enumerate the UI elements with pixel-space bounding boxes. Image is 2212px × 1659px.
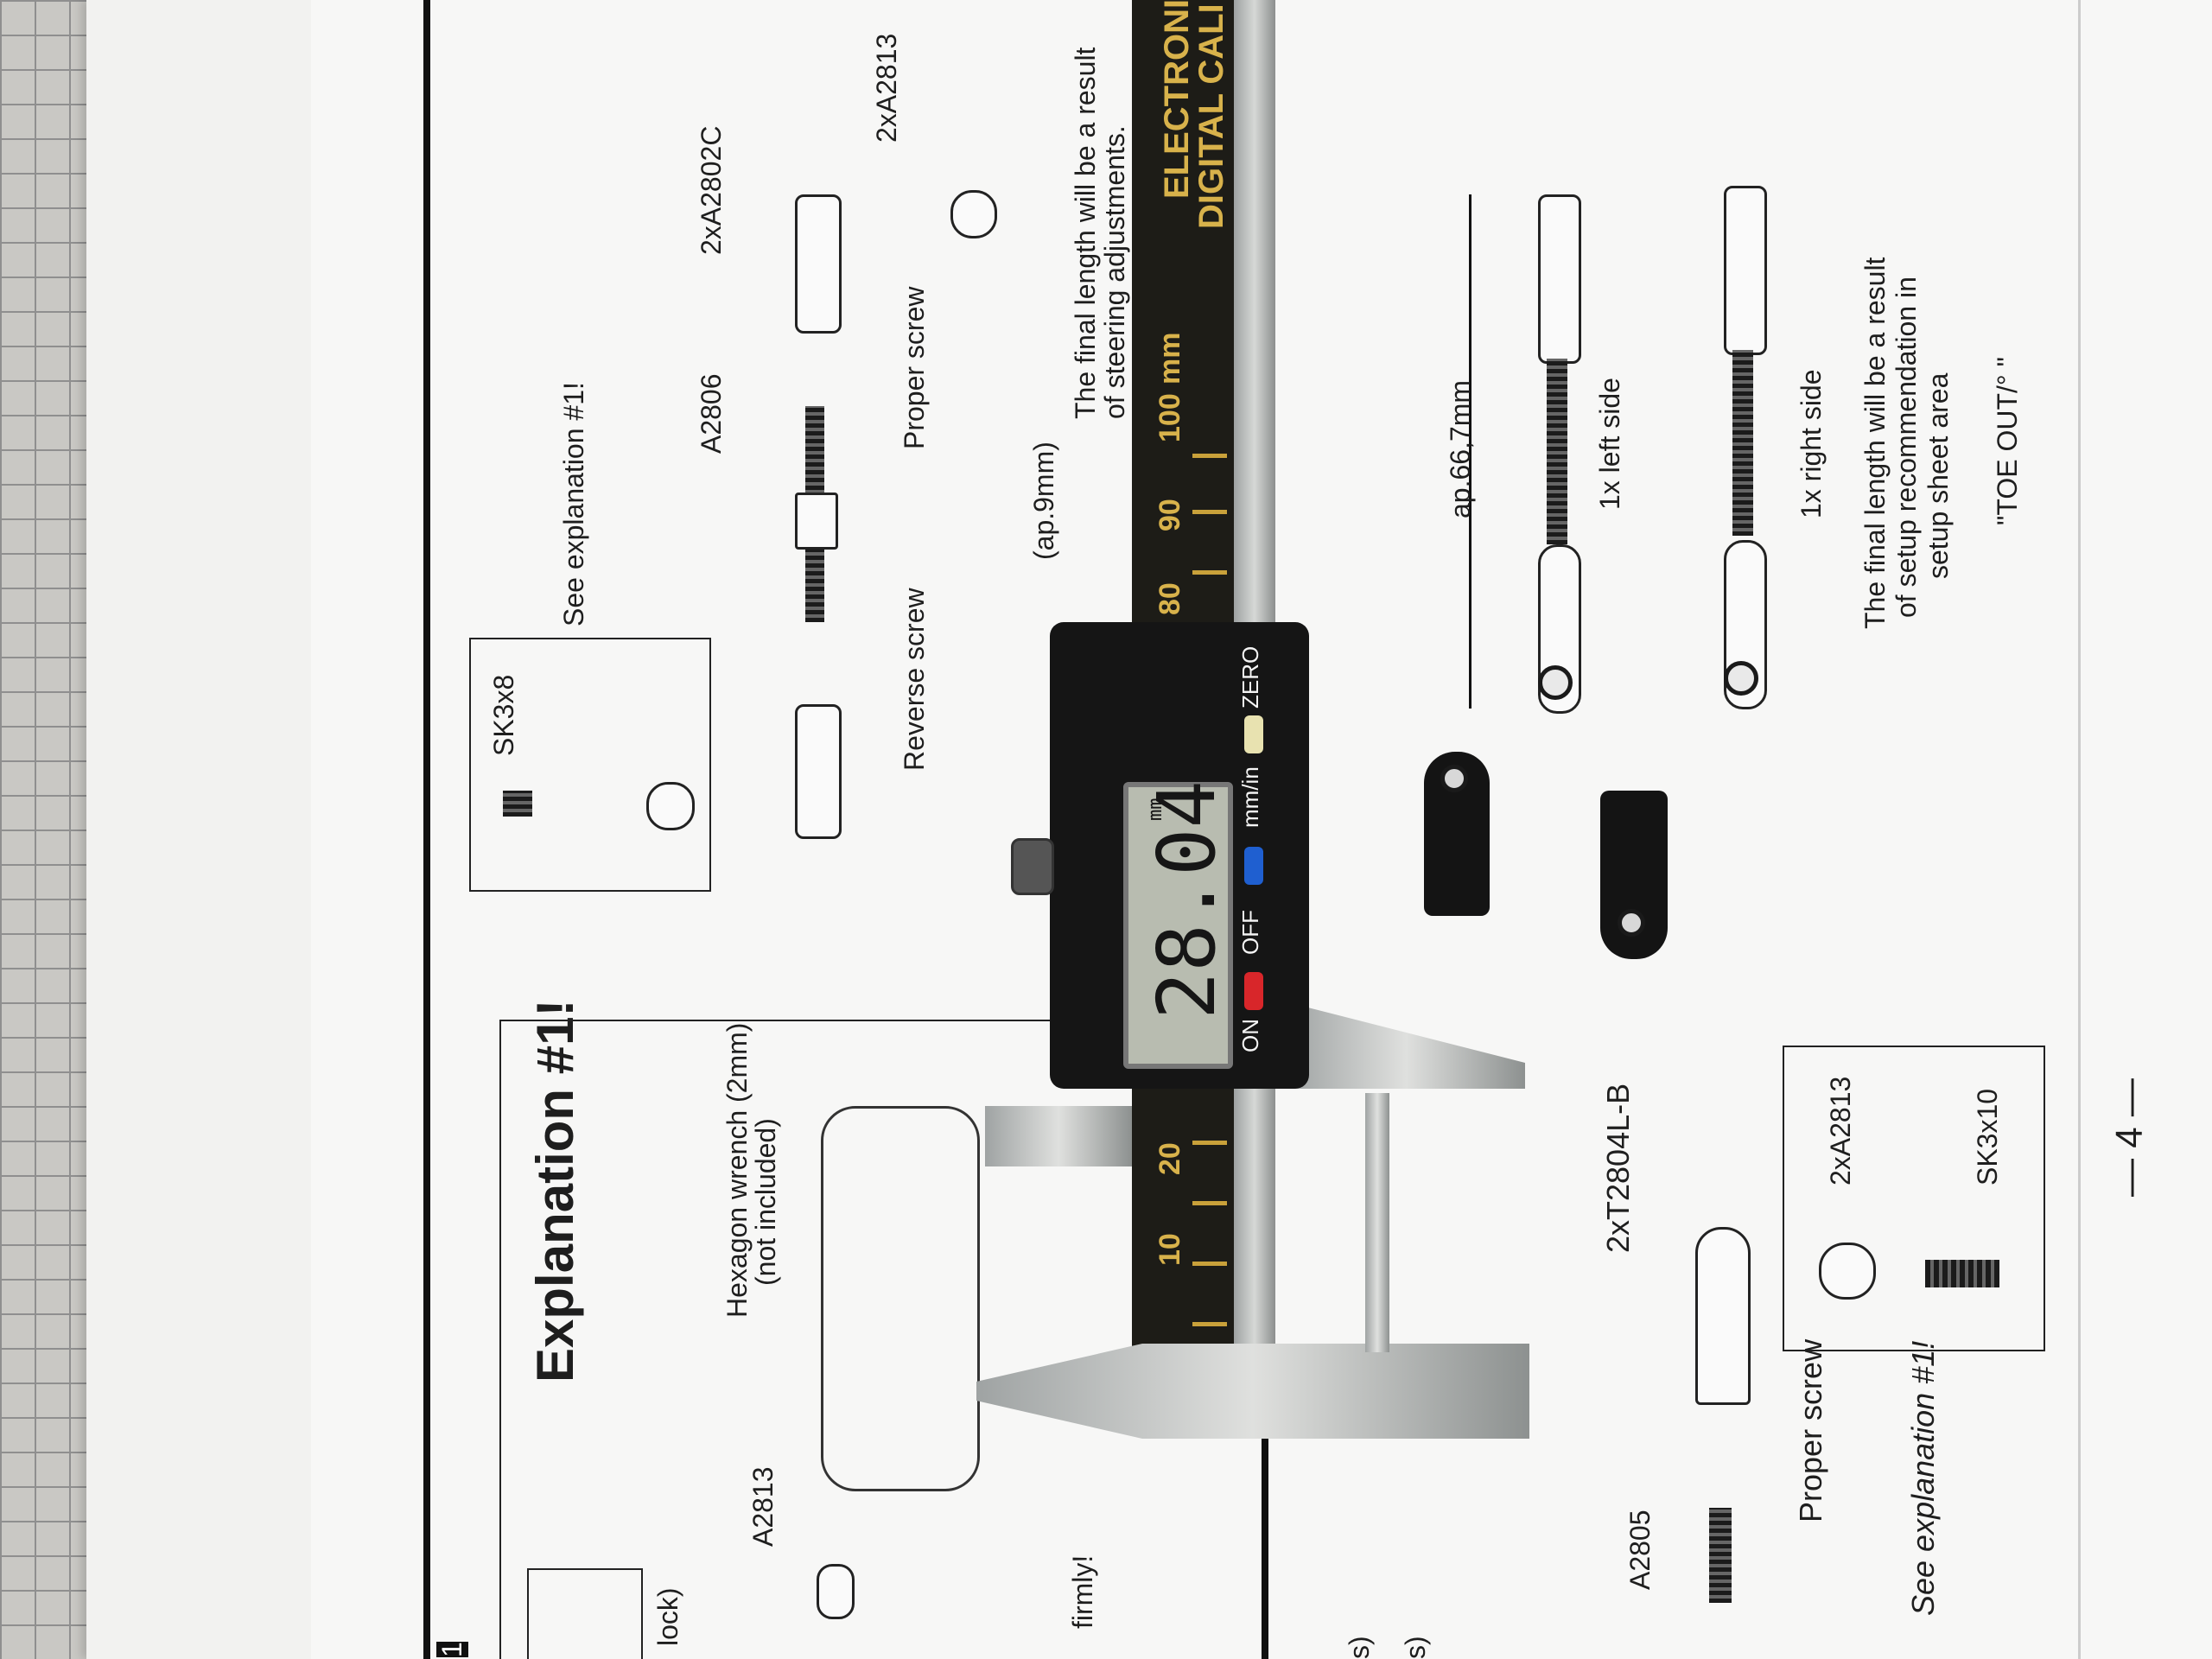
btn-mmin-label: mm/in xyxy=(1237,766,1263,828)
edge-a1-text: 1 xyxy=(436,1642,468,1657)
scale-tick xyxy=(1192,1322,1227,1326)
see-explanation-top: See explanation #1! xyxy=(558,382,589,626)
sk3x10-screw xyxy=(1925,1260,1999,1287)
black-rod-end-2-hole xyxy=(1618,909,1645,937)
final-length-line1: The final length will be a result xyxy=(1070,47,1101,419)
scale-label-80: 80 xyxy=(1154,582,1186,615)
rod-end-lower xyxy=(795,704,842,839)
setup-line2: of setup recommendation in xyxy=(1891,276,1922,618)
scale-tick xyxy=(1192,570,1227,575)
scale-tick xyxy=(1192,510,1227,514)
black-rod-end-1-hole xyxy=(1440,765,1468,792)
right-side-label: 1x right side xyxy=(1796,369,1827,518)
scale-tick xyxy=(1192,1262,1227,1266)
dimension-line xyxy=(1469,194,1471,709)
scale-tick xyxy=(1192,1141,1227,1145)
final-length-line2: of steering adjustments. xyxy=(1099,125,1130,419)
left-rod-hole xyxy=(1538,665,1573,700)
edge-s1-text: s) xyxy=(1344,1636,1375,1659)
edge-firmly-text: firmly! xyxy=(1067,1554,1098,1629)
thumb-wheel[interactable] xyxy=(1011,838,1054,895)
scale-label-100: 100 xyxy=(1154,393,1186,442)
btn-on-label: ON xyxy=(1237,1019,1263,1052)
left-side-label: 1x left side xyxy=(1594,378,1625,510)
left-rod-thread xyxy=(1547,359,1567,544)
ball-stud-drawing xyxy=(817,1564,855,1619)
page-number: — 4 — xyxy=(2108,1078,2151,1197)
reverse-screw: Reverse screw xyxy=(899,588,930,771)
ball-stud-top xyxy=(646,782,695,830)
two-a2813-bottom-label: 2xA2813 xyxy=(1825,1076,1856,1185)
corner-box xyxy=(527,1568,643,1659)
rod-end-upper xyxy=(795,194,842,334)
depth-rod xyxy=(1365,1093,1389,1352)
lcd-unit: mm xyxy=(1145,798,1166,822)
a2806-label: A2806 xyxy=(696,373,727,454)
two-t2804lb-label: 2xT2804L-B xyxy=(1600,1083,1636,1253)
zero-button[interactable] xyxy=(1244,715,1263,753)
right-rod-hole xyxy=(1724,661,1758,696)
ball-stud-bottom xyxy=(1819,1243,1876,1300)
scale-label-10: 10 xyxy=(1154,1233,1186,1266)
sk3x8-screw xyxy=(503,791,532,817)
setup-line1: The final length will be a result xyxy=(1859,257,1891,629)
left-rod-end-top xyxy=(1538,194,1581,364)
right-rod-end-top xyxy=(1724,186,1767,355)
proper-screw-bottom: Proper screw xyxy=(1793,1338,1828,1522)
off-button[interactable] xyxy=(1244,972,1263,1010)
a2805-thread xyxy=(1709,1508,1732,1603)
sk3x10-box xyxy=(1783,1046,2045,1351)
a2805-label: A2805 xyxy=(1624,1510,1656,1590)
sk3x10-label: SK3x10 xyxy=(1972,1088,2003,1185)
caliper-unit: mm xyxy=(1154,332,1186,385)
lcd-screen xyxy=(1123,782,1233,1069)
right-rod-thread xyxy=(1732,350,1753,536)
scale-label-90: 90 xyxy=(1154,499,1186,531)
btn-zero-label: ZERO xyxy=(1237,645,1263,709)
manual-border-left xyxy=(423,0,430,1659)
sk3x8-box xyxy=(469,638,711,892)
turnbuckle-hex xyxy=(795,493,838,550)
ap667-label: ap.66,7mm xyxy=(1445,379,1476,518)
scale-tick xyxy=(1192,1201,1227,1205)
ap9mm-label: (ap.9mm) xyxy=(1028,442,1059,560)
see-explanation-bottom: See explanation #1! xyxy=(1905,1340,1941,1616)
sk3x8-label: SK3x8 xyxy=(488,674,519,756)
hex-wrench-drawing xyxy=(821,1106,980,1491)
mm-in-button[interactable] xyxy=(1244,847,1263,885)
proper-screw-top: Proper screw xyxy=(899,286,930,450)
caliper-brand-line1: ELECTRONI xyxy=(1158,0,1196,199)
btn-off-label: OFF xyxy=(1237,910,1263,955)
two-a2802c-label: 2xA2802C xyxy=(696,125,727,255)
ball-stud-upper xyxy=(950,190,997,238)
manual-border-right xyxy=(2078,0,2081,1659)
a2813-label: A2813 xyxy=(747,1466,779,1547)
two-a2813-top-label: 2xA2813 xyxy=(871,33,902,143)
caliper-brand-line2: DIGITAL CALI xyxy=(1192,3,1230,229)
scale-tick xyxy=(1192,454,1227,458)
setup-line3: setup sheet area xyxy=(1923,372,1954,579)
toe-out-label: "TOE OUT/° " xyxy=(1992,357,2023,525)
explanation-box xyxy=(499,1020,1106,1659)
upper-jaw-small xyxy=(985,1106,1132,1166)
edge-s2-text: s) xyxy=(1400,1636,1431,1659)
edge-lock-text: lock) xyxy=(652,1587,683,1646)
bottom-rod-end xyxy=(1695,1227,1751,1405)
scale-label-20: 20 xyxy=(1154,1142,1186,1175)
